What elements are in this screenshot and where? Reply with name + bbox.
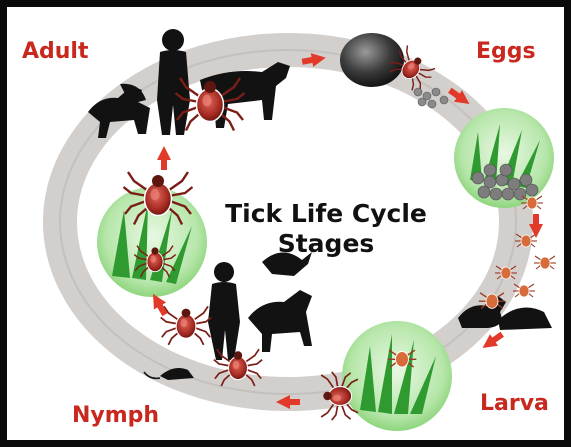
larva-tick-icon-4 [513, 284, 535, 297]
stage-label-nymph: Nymph [72, 403, 159, 428]
arrow-nymph-to-adult [157, 146, 171, 170]
larva-tick-icon-2 [534, 256, 556, 269]
stage-label-larva: Larva [480, 391, 549, 416]
stage-label-eggs: Eggs [476, 39, 536, 64]
diagram-title-line1: Tick Life Cycle [225, 199, 427, 228]
stage-label-adult: Adult [22, 39, 89, 64]
engorged-tick-egg-mass [340, 33, 404, 87]
diagram-title-line2: Stages [278, 229, 375, 258]
larva-habitat-circle [342, 321, 452, 431]
nymph-tick-icon [161, 306, 212, 345]
